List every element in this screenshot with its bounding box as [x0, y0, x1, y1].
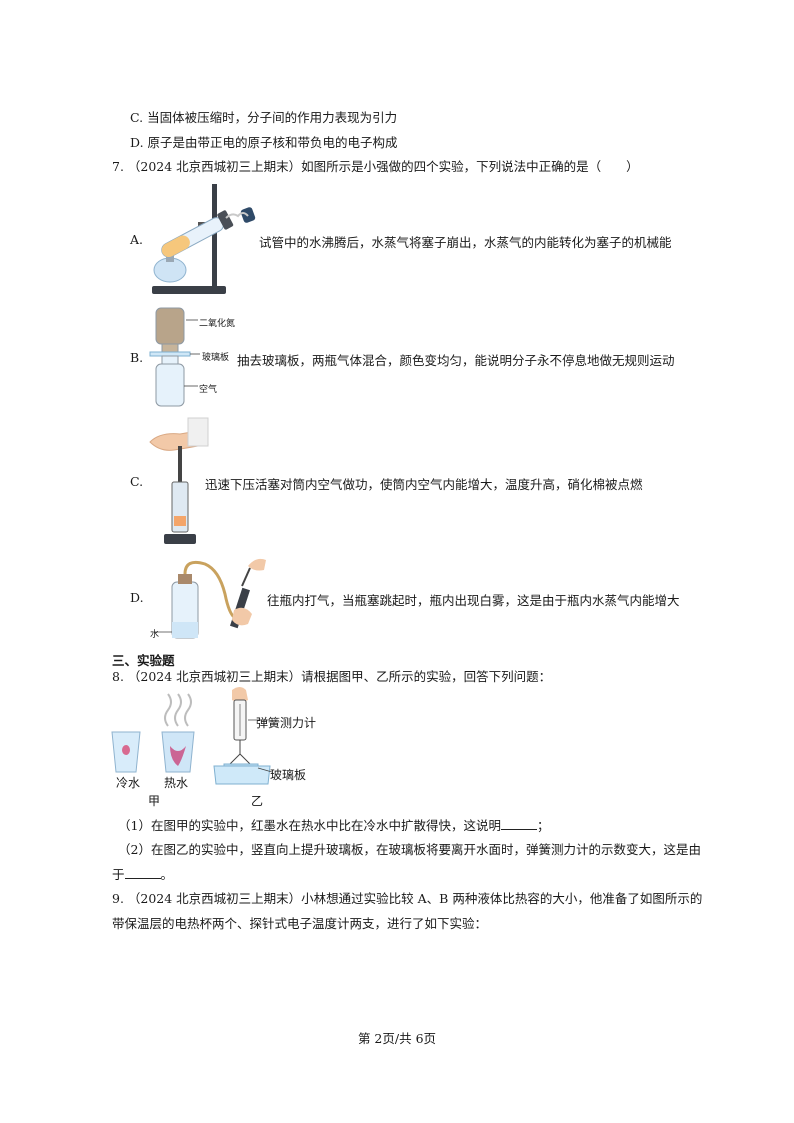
q8-figure-yi [213, 687, 273, 785]
q8-hot-water-label: 热水 [164, 776, 189, 790]
q8-figure-jia-caption: 甲 [148, 794, 161, 808]
q8-stem: 8. （2024 北京西城初三上期末）请根据图甲、乙所示的实验，回答下列问题： [112, 669, 552, 684]
page-number: 第 2页/共 6页 [357, 1031, 437, 1046]
q8-figure-yi-caption: 乙 [251, 794, 264, 808]
q7-b-figure [149, 307, 200, 407]
q9-line2: 带保温层的电热杯两个、探针式电子温度计两支，进行了如下实验： [112, 916, 488, 931]
q7-c-label: C. [130, 474, 144, 489]
q8-figure-jia [111, 693, 195, 773]
q8-part1: （1）在图甲的实验中，红墨水在热水中比在冷水中扩散得快，这说明； [118, 817, 550, 833]
q7-d-label: D. [130, 590, 144, 605]
q6-option-d: D. 原子是由带正电的原子核和带负电的电子构成 [130, 135, 398, 150]
q7-b-text: 抽去玻璃板，两瓶气体混合，颜色变均匀，能说明分子永不停息地做无规则运动 [237, 353, 675, 368]
q7-b-label-air: 空气 [199, 385, 218, 395]
q7-stem: 7. （2024 北京西城初三上期末）如图所示是小强做的四个实验，下列说法中正确… [112, 159, 639, 174]
q7-c-figure [149, 417, 209, 544]
q6-option-c: C. 当固体被压缩时，分子间的作用力表现为引力 [130, 110, 398, 125]
q8-glass-plate-label: 玻璃板 [270, 768, 307, 782]
section-title: 三、实验题 [112, 653, 175, 668]
q7-b-label-glass: 玻璃板 [202, 353, 230, 363]
q7-b-label: B. [130, 350, 144, 365]
q8-part2-blank[interactable] [124, 866, 161, 879]
q8-cold-water-label: 冷水 [116, 776, 141, 790]
q8-part2-line1: （2）在图乙的实验中，竖直向上提升玻璃板，在玻璃板将要离开水面时，弹簧测力计的示… [118, 842, 701, 857]
q7-d-figure [154, 558, 266, 639]
q9-line1: 9. （2024 北京西城初三上期末）小林想通过实验比较 A、B 两种液体比热容… [112, 891, 703, 906]
q7-a-text: 试管中的水沸腾后，水蒸气将塞子崩出，水蒸气的内能转化为塞子的机械能 [259, 235, 672, 250]
q8-spring-scale-label: 弹簧测力计 [256, 716, 317, 730]
q8-part2-line2: 于。 [112, 866, 174, 882]
q7-d-label-water: 水 [150, 630, 160, 640]
q7-d-text: 往瓶内打气，当瓶塞跳起时，瓶内出现白雾，这是由于瓶内水蒸气内能增大 [267, 593, 680, 608]
q7-b-label-no2: 二氧化氮 [199, 319, 236, 329]
q7-a-label: A. [130, 232, 144, 247]
q8-part1-blank[interactable] [500, 817, 537, 830]
q7-a-figure [152, 184, 256, 294]
q7-c-text: 迅速下压活塞对筒内空气做功，使筒内空气内能增大，温度升高，硝化棉被点燃 [205, 477, 643, 492]
